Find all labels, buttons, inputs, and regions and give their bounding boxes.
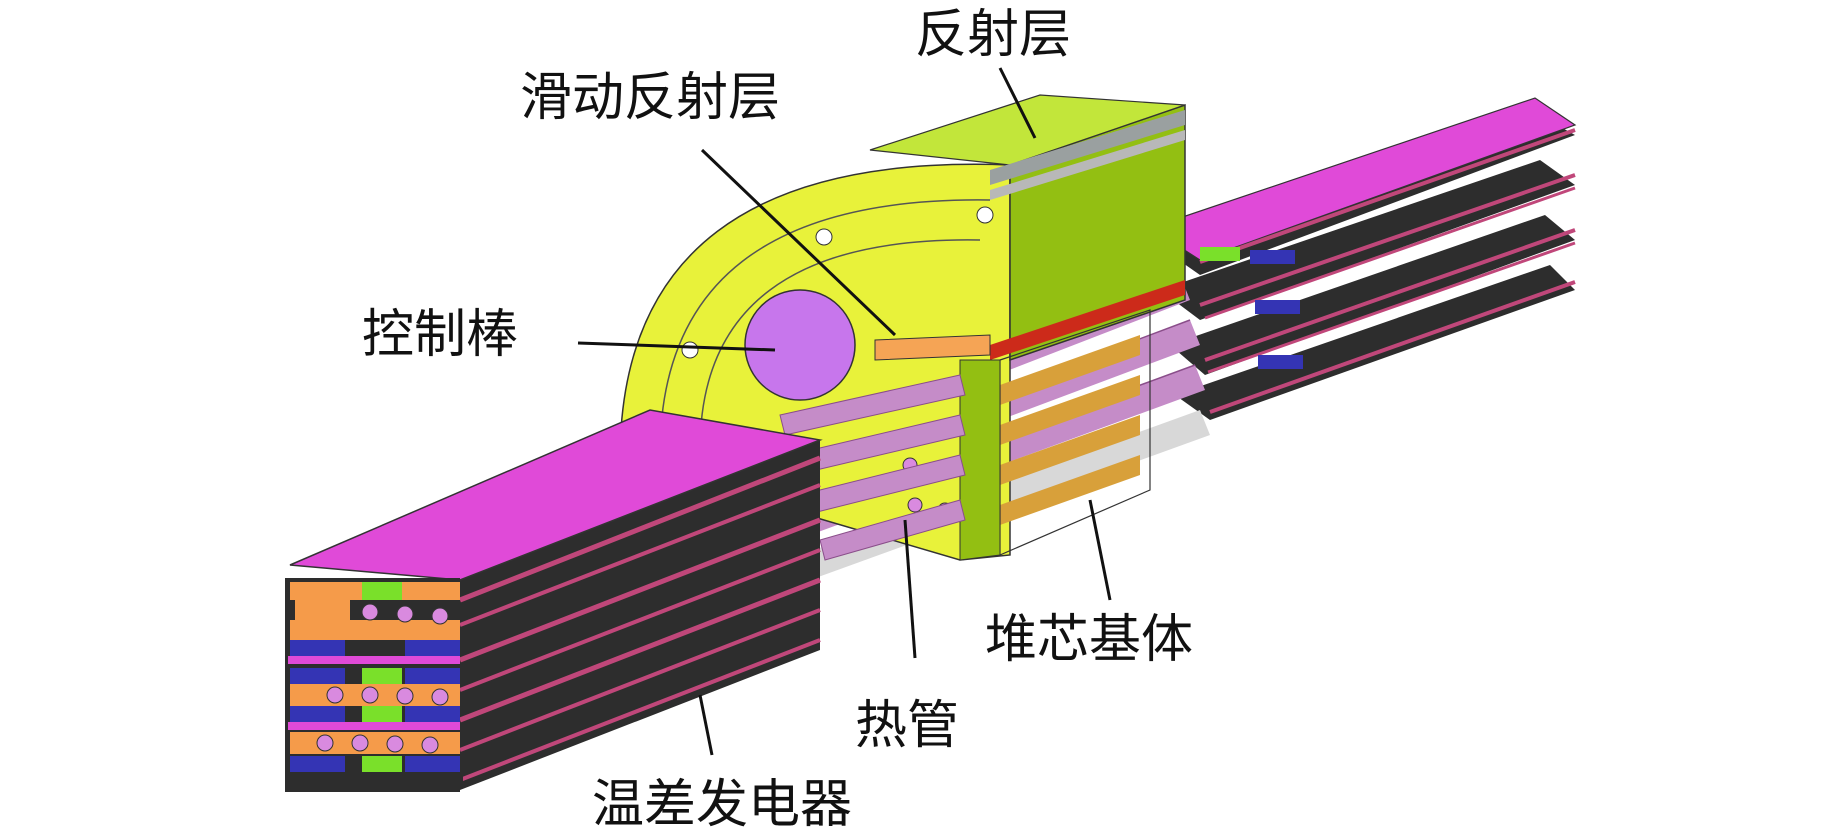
label-thermoelectric-generator: 温差发电器: [592, 775, 852, 830]
label-sliding-reflector: 滑动反射层: [520, 68, 780, 128]
left-tec-module: [285, 409, 823, 792]
right-tec-module: [1148, 97, 1577, 420]
label-reflector: 反射层: [915, 5, 1071, 65]
leader-lines: [577, 67, 1112, 756]
label-core-matrix: 堆芯基体: [985, 610, 1193, 670]
label-control-rod: 控制棒: [362, 305, 518, 365]
label-heat-pipe: 热管: [855, 696, 959, 756]
control-rod-shape: [744, 289, 856, 401]
